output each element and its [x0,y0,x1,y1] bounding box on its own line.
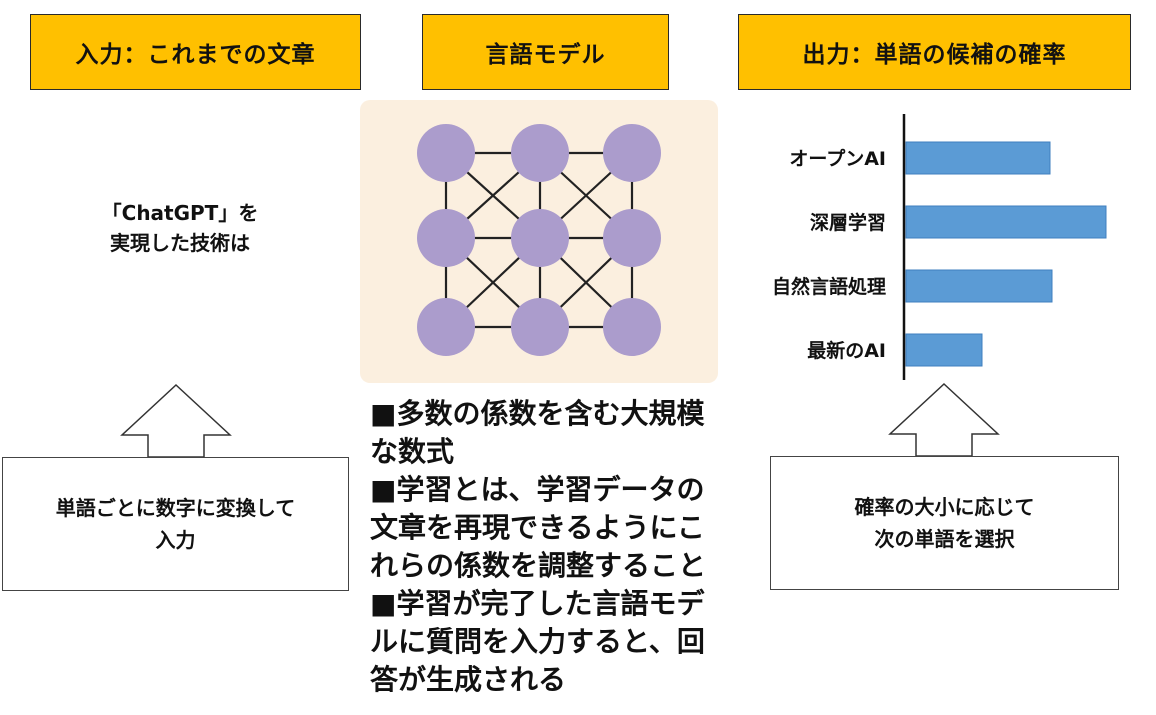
network-node [417,209,475,267]
input-text-line: 「ChatGPT」を [101,201,259,225]
up-arrow-input-icon [120,383,232,458]
bar-0 [905,141,1051,175]
bar-1 [905,205,1107,239]
network-node [603,209,661,267]
network-node [417,124,475,182]
header-output-label: 出力：単語の候補の確率 [802,42,1067,68]
model-desc-line: ■学習が完了した言語モデ [370,587,705,620]
model-desc-line: 答が生成される [370,663,567,696]
probability-bar-chart: オープンAI 深層学習自然言語処理最新のAI [730,112,1130,384]
header-output: 出力：単語の候補の確率 [738,14,1131,90]
model-desc-line: な数式 [370,435,455,468]
note-line: 入力 [155,528,196,552]
bar-label-0: オープンAI [789,147,886,170]
model-desc-line: ■多数の係数を含む大規模 [370,397,705,430]
model-desc-line: ■学習とは、学習データの [370,473,705,506]
network-node [603,124,661,182]
model-desc-line: れらの係数を調整すること [370,549,707,582]
bar-label-1: 深層学習 [810,211,886,234]
network-node [511,298,569,356]
header-model: 言語モデル [422,14,669,90]
header-model-label: 言語モデル [485,42,606,68]
note-line: 単語ごとに数字に変換して [55,496,296,520]
network-node [511,209,569,267]
header-input: 入力：これまでの文章 [30,14,361,90]
model-desc-line: 文章を再現できるようにこ [370,511,705,544]
bar-2 [905,269,1053,303]
bar-3 [905,333,983,367]
bar-label-3: 最新のAI [807,339,886,362]
header-input-label: 入力：これまでの文章 [75,42,316,68]
network-node [603,298,661,356]
network-node [417,298,475,356]
note-line: 次の単語を選択 [874,527,1015,551]
neural-network-panel [360,100,718,383]
output-selection-note: 確率の大小に応じて 次の単語を選択 [770,456,1119,590]
model-description: ■多数の係数を含む大規模 な数式 ■学習とは、学習データの 文章を再現できるよう… [370,395,760,699]
neural-network-diagram [417,124,661,356]
up-arrow-output-icon [888,382,1000,457]
input-text-line: 実現した技術は [110,231,250,255]
input-conversion-note: 単語ごとに数字に変換して 入力 [2,457,349,591]
network-node [511,124,569,182]
bar-label-2: 自然言語処理 [772,275,886,298]
input-text: 「ChatGPT」を 実現した技術は [60,198,300,258]
model-desc-line: ルに質問を入力すると、回 [370,625,705,658]
note-line: 確率の大小に応じて [854,495,1035,519]
network-nodes [417,124,661,356]
